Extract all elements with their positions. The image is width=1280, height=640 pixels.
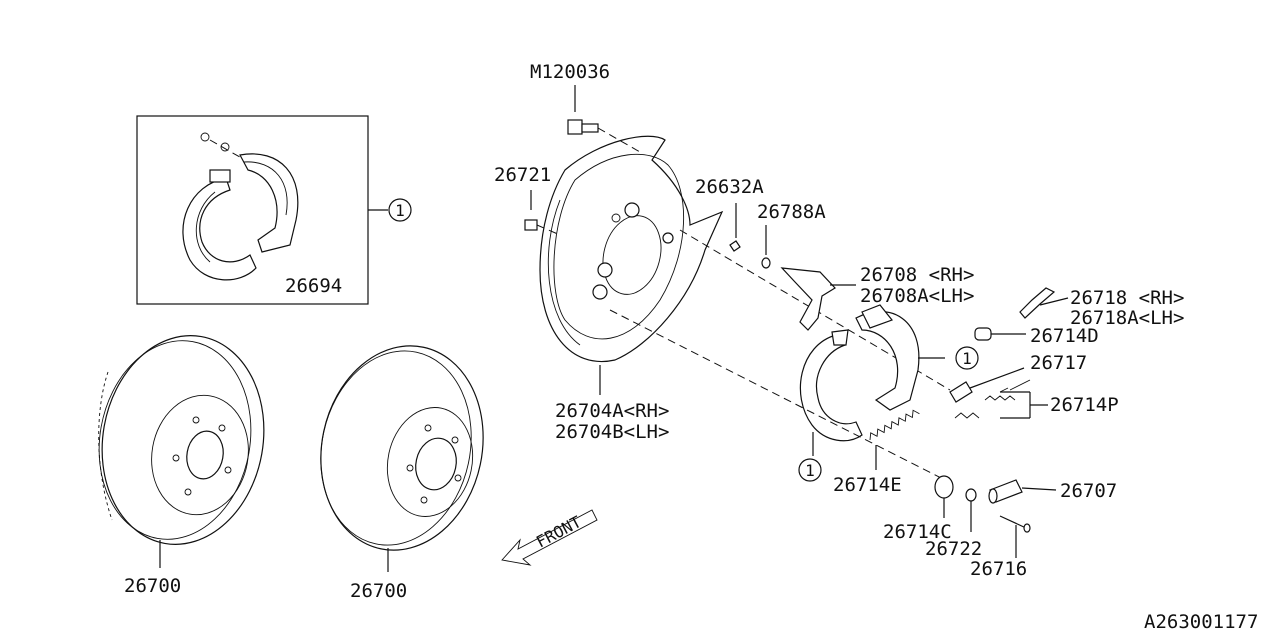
spring-d: 26714D: [974, 325, 1099, 347]
backing-plate-lh: 26704B<LH>: [555, 421, 669, 443]
spring-e: 26714E: [833, 409, 920, 496]
backing-plate-rh: 26704A<RH>: [555, 400, 669, 422]
bolt-part-number: M120036: [530, 61, 610, 83]
spring-c-part-number: 26714C: [883, 521, 952, 543]
parking-lever: 26718 <RH> 26718A<LH>: [1019, 287, 1184, 329]
pin-a-part-number: 26632A: [695, 176, 764, 198]
front-direction-arrow: FRONT: [501, 509, 598, 566]
strut-lh: 26708A<LH>: [860, 285, 974, 307]
spring-d-part-number: 26714D: [1030, 325, 1099, 347]
adjuster-part-number: 26707: [1060, 480, 1117, 502]
upper-brake-shoe: 1: [855, 304, 979, 411]
callout-upper-number: 1: [962, 349, 972, 368]
rear-rotor: 26700: [320, 345, 484, 602]
strut: 26708 <RH> 26708A<LH>: [780, 264, 974, 331]
callout-lower-number: 1: [805, 461, 815, 480]
front-arrow-label: FRONT: [533, 512, 585, 552]
clip-part-number: 26717: [1030, 352, 1087, 374]
pin-b-part-number: 26788A: [757, 201, 826, 223]
shoe-kit-box: 1 26694: [136, 115, 412, 305]
callout-kit-circle: [388, 198, 412, 222]
spring-p: 26714P: [954, 379, 1119, 419]
kit-part-number: 26694: [285, 275, 342, 297]
pin: 26716: [970, 515, 1031, 580]
lower-brake-shoe: 1: [609, 309, 946, 482]
pin-part-number: 26716: [970, 558, 1027, 580]
lever-rh: 26718 <RH>: [1070, 287, 1184, 309]
lever-lh: 26718A<LH>: [1070, 307, 1184, 329]
spring-p-part-number: 26714P: [1050, 394, 1119, 416]
front-rotor-part-number: 26700: [124, 575, 181, 597]
backing-plate: 26704A<RH> 26704B<LH>: [539, 135, 724, 443]
callout-kit-number: 1: [395, 201, 405, 220]
spring-c: 26714C: [883, 475, 954, 543]
spring-e-part-number: 26714E: [833, 474, 902, 496]
mounting-bolt: M120036: [530, 61, 641, 153]
strut-rh: 26708 <RH>: [860, 264, 974, 286]
bleeder-screw: 26721: [494, 164, 561, 236]
diagram-id: A263001177: [1144, 611, 1258, 633]
washer-part-number: 26722: [925, 538, 982, 560]
adjuster: 26707: [988, 479, 1117, 504]
clip: 26717: [949, 352, 1087, 403]
bleeder-part-number: 26721: [494, 164, 551, 186]
rear-rotor-part-number: 26700: [350, 580, 407, 602]
washer: 26722: [925, 488, 982, 560]
front-rotor: 26700: [98, 335, 265, 597]
